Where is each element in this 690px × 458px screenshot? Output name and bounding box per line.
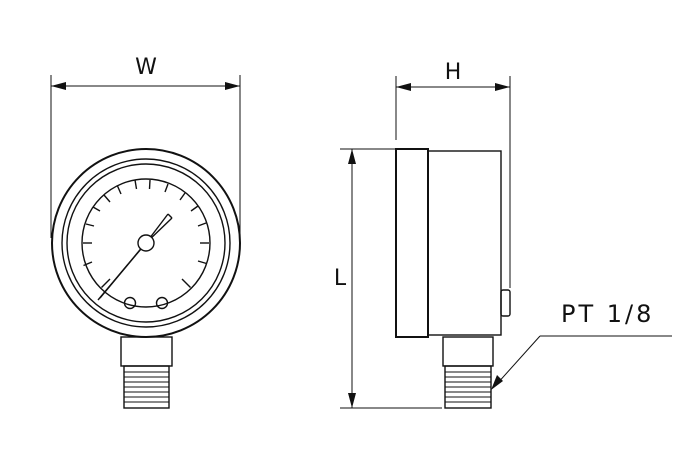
screw-hole-right (155, 296, 169, 310)
dial-scale (83, 179, 209, 288)
length-label: L (334, 266, 347, 291)
width-label: W (135, 55, 157, 80)
gauge-side-body (395, 148, 511, 338)
side-stem (442, 336, 494, 409)
height-dimension: H (395, 60, 511, 288)
thread-spec-label: PT 1/8 (561, 300, 654, 328)
width-dimension: W (50, 55, 241, 238)
front-view: W (50, 55, 241, 409)
side-view: H L (334, 60, 672, 409)
height-label: H (445, 60, 462, 85)
front-stem (120, 336, 173, 409)
length-dimension: L (334, 148, 442, 409)
thread-callout: PT 1/8 (491, 300, 672, 390)
needle (97, 213, 173, 301)
screw-hole-left (123, 296, 137, 310)
